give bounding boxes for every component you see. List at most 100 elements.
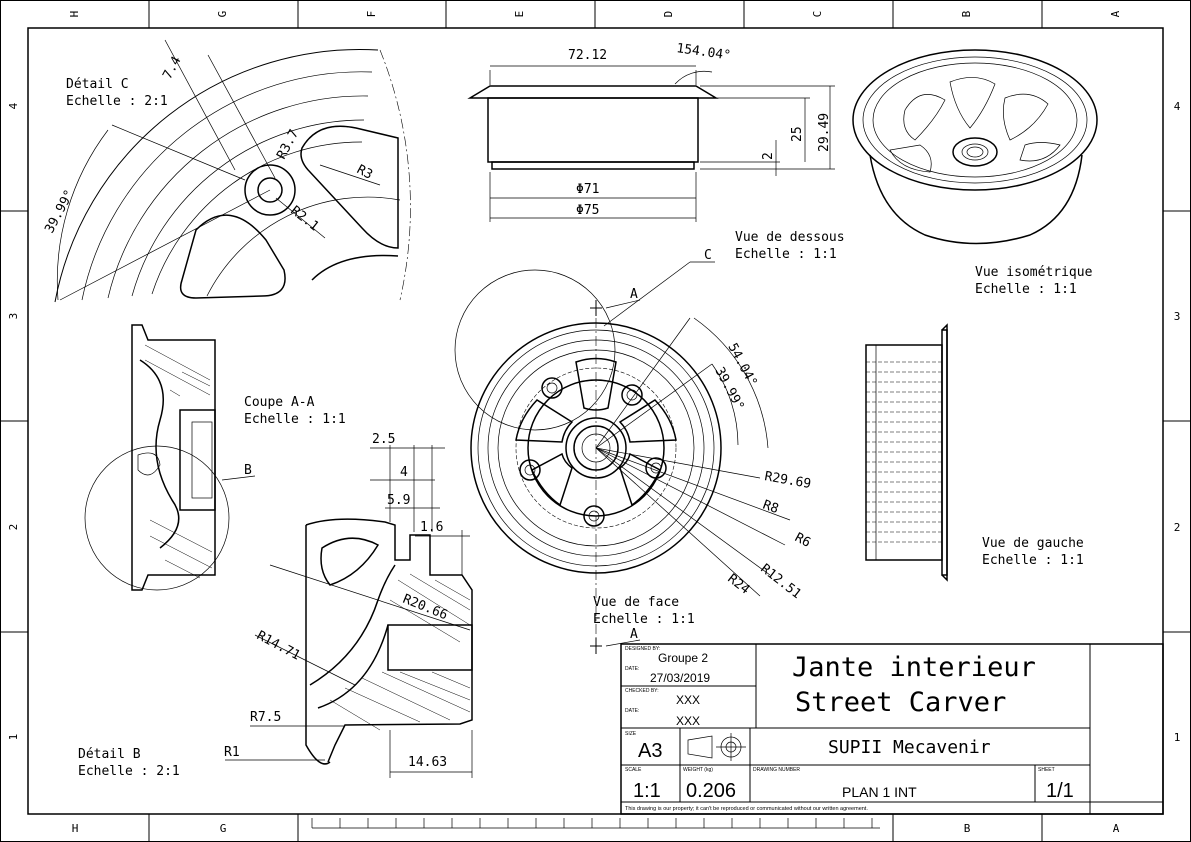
- tb-sheet: 1/1: [1046, 780, 1074, 802]
- label-iso-title: Vue isométrique: [975, 265, 1093, 280]
- label-detail-c-scale: Echelle : 2:1: [66, 94, 168, 109]
- dim-r8: R8: [761, 498, 781, 517]
- grid-letter: C: [811, 11, 824, 18]
- section-a-a-view: B Coupe A-A Echelle : 1:1: [84, 324, 346, 591]
- label-coupe-callout: B: [244, 463, 252, 478]
- tb-drawing-number-label: DRAWING NUMBER: [753, 767, 800, 773]
- label-face-title: Vue de face: [593, 595, 679, 610]
- tb-sheet-label: SHEET: [1038, 767, 1055, 773]
- projection-symbol-icon: [687, 733, 746, 761]
- grid-letter: D: [662, 11, 675, 18]
- tb-date: 27/03/2019: [650, 671, 710, 685]
- dim-b-r7-5: R7.5: [250, 710, 281, 725]
- dim-phi71: Φ71: [576, 182, 599, 197]
- dim-b-14-63: 14.63: [408, 755, 447, 770]
- grid-letter: A: [1109, 10, 1122, 17]
- isometric-view: Vue isométrique Echelle : 1:1: [852, 49, 1098, 297]
- tb-date2-label: DATE:: [625, 708, 639, 714]
- grid-letters-top: H G F E D C B A: [68, 10, 1122, 17]
- grid-letter: G: [220, 822, 227, 835]
- label-coupe-scale: Echelle : 1:1: [244, 412, 346, 427]
- tb-size-label: SIZE: [625, 731, 637, 737]
- bottom-view: 72.12 154.04° 29.49 25 2 Φ71 Φ75 Vue de …: [467, 41, 845, 262]
- detail-b-view: 2.5 4 5.9 1.6 R20.66 R14.71 R7.5 R1 14.6…: [78, 432, 473, 779]
- label-face-scale: Echelle : 1:1: [593, 612, 695, 627]
- tb-disclaimer: This drawing is our property; it can't b…: [625, 806, 868, 812]
- dim-b-r1: R1: [224, 745, 240, 760]
- dim-r29-69: R29.69: [763, 469, 812, 492]
- label-section-mark-top: A: [630, 287, 638, 302]
- detail-c-view: Détail C Echelle : 2:1 7.4 R3.7 R3 R2.1 …: [42, 39, 411, 303]
- tb-drawing-number: PLAN 1 INT: [842, 784, 917, 800]
- dim-c-39-99: 39.99°: [42, 187, 77, 236]
- grid-letter: A: [1113, 822, 1120, 835]
- label-iso-scale: Echelle : 1:1: [975, 282, 1077, 297]
- label-face-callout: C: [704, 248, 712, 263]
- label-detail-b-scale: Echelle : 2:1: [78, 764, 180, 779]
- tb-scale: 1:1: [633, 780, 661, 802]
- dim-c-r3-7: R3.7: [274, 127, 302, 162]
- tb-size: A3: [638, 740, 662, 762]
- front-view: C A A 54.04° 39.99° R29.69 R8 R6 R12.51 …: [454, 248, 813, 654]
- dim-r24: R24: [725, 571, 753, 597]
- grid-letter: H: [72, 822, 79, 835]
- tb-date2: XXX: [676, 714, 700, 728]
- tb-designed-by: Groupe 2: [658, 651, 708, 665]
- dim-r12-51: R12.51: [758, 561, 804, 602]
- grid-number: 1: [7, 734, 20, 741]
- label-dessous-scale: Echelle : 1:1: [735, 247, 837, 262]
- tb-title-line2: Street Carver: [795, 687, 1006, 718]
- grid-number: 4: [7, 102, 20, 109]
- grid-number: 3: [7, 313, 20, 320]
- label-gauche-scale: Echelle : 1:1: [982, 553, 1084, 568]
- tb-checked-by: XXX: [676, 693, 700, 707]
- label-detail-b-title: Détail B: [78, 747, 141, 762]
- tb-checked-by-label: CHECKED BY:: [625, 688, 659, 694]
- label-coupe-title: Coupe A-A: [244, 395, 315, 410]
- dim-b-5-9: 5.9: [387, 493, 410, 508]
- label-section-mark-bottom: A: [630, 627, 638, 642]
- left-view: Vue de gauche Echelle : 1:1: [865, 323, 1084, 582]
- dim-b-r20-66: R20.66: [401, 592, 450, 624]
- tb-weight: 0.206: [686, 780, 736, 802]
- grid-letter: F: [365, 11, 378, 18]
- dim-c-r2-1: R2.1: [288, 203, 322, 234]
- label-gauche-title: Vue de gauche: [982, 536, 1084, 551]
- tb-designed-by-label: DESIGNED BY:: [625, 646, 660, 652]
- grid-letter: E: [513, 11, 526, 18]
- tb-title-line1: Jante interieur: [792, 652, 1036, 683]
- tb-scale-label: SCALE: [625, 767, 642, 773]
- dim-r6: R6: [792, 530, 813, 551]
- dim-b-2-5: 2.5: [372, 432, 395, 447]
- grid-letter: B: [964, 822, 971, 835]
- dim-phi75: Φ75: [576, 203, 599, 218]
- dim-b-4: 4: [400, 465, 408, 480]
- tb-company: SUPII Mecavenir: [828, 737, 991, 758]
- title-block: DESIGNED BY: Groupe 2 DATE: 27/03/2019 C…: [620, 643, 1164, 815]
- dim-25: 25: [790, 126, 805, 142]
- grid-number: 1: [1174, 731, 1181, 744]
- label-detail-c-title: Détail C: [66, 77, 129, 92]
- tb-weight-label: WEIGHT (kg): [683, 767, 713, 773]
- label-dessous-title: Vue de dessous: [735, 230, 845, 245]
- grid-numbers: 4 3 2 1 4 3 2 1: [7, 100, 1181, 744]
- dim-2: 2: [761, 152, 776, 160]
- grid-letter: B: [960, 10, 973, 17]
- dim-154-04: 154.04°: [675, 41, 731, 63]
- dim-72-12: 72.12: [568, 48, 607, 63]
- dim-b-r14-71: R14.71: [254, 628, 303, 663]
- dim-c-r3: R3: [354, 162, 375, 183]
- grid-letter: G: [216, 11, 229, 18]
- grid-number: 2: [7, 524, 20, 531]
- grid-number: 2: [1174, 521, 1181, 534]
- grid-number: 3: [1174, 310, 1181, 323]
- grid-letters-bottom: H G B A: [72, 822, 1120, 835]
- dim-29-49: 29.49: [817, 113, 832, 152]
- tb-date-label: DATE:: [625, 666, 639, 672]
- dim-c-7-4: 7.4: [160, 54, 184, 82]
- grid-letter: H: [68, 11, 81, 18]
- bottom-scale-ruler: [311, 818, 880, 829]
